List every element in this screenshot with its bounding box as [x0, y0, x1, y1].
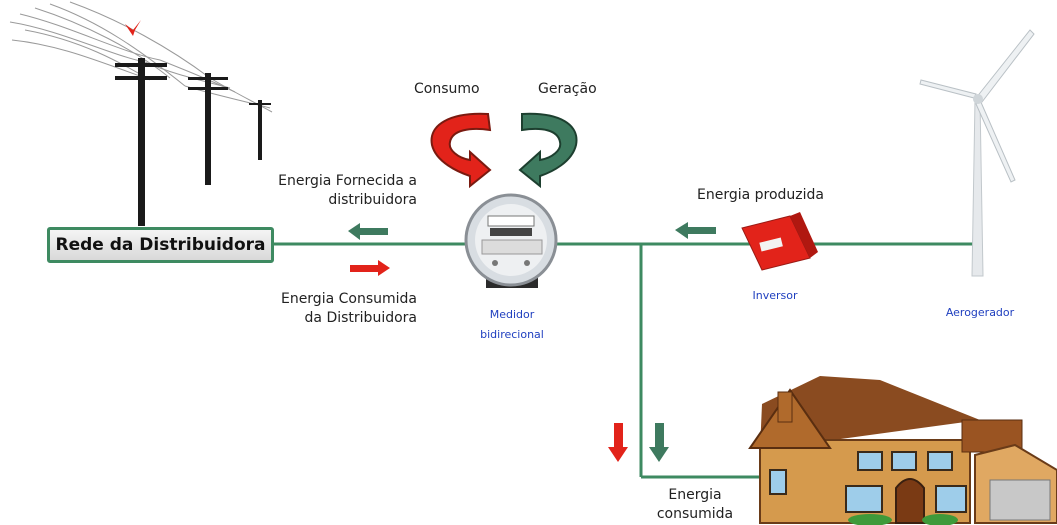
- medidor-label-1: Medidor: [489, 308, 535, 321]
- energia-produzida-label: Energia produzida: [697, 187, 825, 203]
- consumo-label: Consumo: [414, 81, 480, 97]
- fornecida-arrow: [348, 223, 388, 240]
- produzida-arrow: [675, 222, 716, 239]
- consumida-dist-arrow: [350, 260, 390, 276]
- aerogerador-label: Aerogerador: [945, 306, 1015, 319]
- geracao-arrow: [518, 112, 578, 189]
- energia-consumida-dist-label-1: Energia Consumida: [280, 291, 417, 307]
- bird-icon: [125, 20, 141, 36]
- house-icon: [748, 376, 1057, 525]
- consumida-red-arrow: [608, 423, 628, 462]
- inversor-label: Inversor: [752, 289, 798, 302]
- power-lines-icon: [9, 1, 273, 226]
- energia-consumida-dist-label-2: da Distribuidora: [304, 310, 417, 326]
- rede-distribuidora-box: Rede da Distribuidora: [47, 227, 274, 263]
- wind-turbine-icon: [919, 29, 1035, 277]
- consumida-green-arrow: [649, 423, 669, 462]
- electric-meter-icon: [464, 193, 558, 288]
- medidor-label-2: bidirecional: [480, 328, 544, 341]
- energia-fornecida-label-1: Energia Fornecida a: [278, 173, 417, 189]
- energia-fornecida-label-2: distribuidora: [328, 192, 417, 208]
- energia-consumida-label-2: consumida: [656, 506, 734, 522]
- geracao-label: Geração: [538, 81, 597, 97]
- rede-distribuidora-label: Rede da Distribuidora: [55, 235, 266, 255]
- inverter-icon: [741, 212, 818, 271]
- consumo-arrow: [430, 112, 492, 189]
- energia-consumida-label-1: Energia: [668, 487, 722, 503]
